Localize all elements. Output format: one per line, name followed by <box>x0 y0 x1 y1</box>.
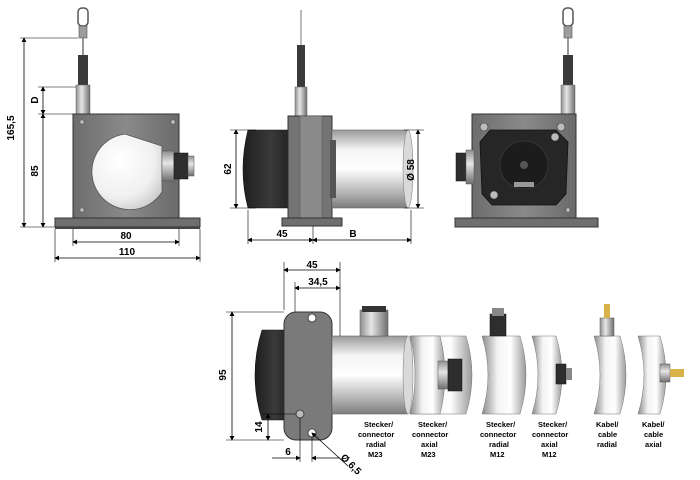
caption-cable-radial: Kabel/ cable radial <box>596 420 619 449</box>
dim-b: B <box>349 229 356 240</box>
caption-line: radial <box>366 440 386 449</box>
caption-cable-axial: Kabel/ cable axial <box>642 420 665 449</box>
side-view <box>242 10 414 227</box>
caption-line: radial <box>489 440 509 449</box>
dim-side-depth: 45 <box>276 229 288 240</box>
dim-bottom-offset: 14 <box>254 421 265 433</box>
caption-line: axial <box>541 440 558 449</box>
dim-bottom-hole-dia: Ø 6,5 <box>338 452 363 477</box>
connector-radial-m23-icon <box>359 306 389 337</box>
dim-side-height: 62 <box>223 163 234 175</box>
dim-bottom-hole-dist: 6 <box>285 447 291 458</box>
back-view <box>454 7 599 228</box>
caption-line: cable <box>598 430 617 439</box>
caption-line: axial <box>645 440 662 449</box>
caption-line: cable <box>644 430 663 439</box>
caption-line: Stecker/ <box>538 420 568 429</box>
caption-line: connector <box>412 430 448 439</box>
variant-radial-m12 <box>481 308 527 415</box>
caption-radial-m12: Stecker/ connector radial M12 <box>480 420 516 459</box>
dim-base-width: 110 <box>119 247 136 258</box>
dim-d: D <box>30 96 41 103</box>
caption-axial-m12: Stecker/ connector axial M12 <box>532 420 568 459</box>
caption-axial-m23: Stecker/ connector axial M23 <box>412 420 448 459</box>
dim-total-height: 165,5 <box>6 115 17 140</box>
front-view <box>54 7 201 229</box>
dim-drum-diameter: Ø 58 <box>406 159 417 181</box>
caption-line: radial <box>597 440 617 449</box>
variant-cable-axial <box>637 335 684 415</box>
dim-body-height: 85 <box>30 165 41 177</box>
variant-axial-m23 <box>409 335 463 415</box>
caption-line: connector <box>532 430 568 439</box>
caption-line: Kabel/ <box>596 420 619 429</box>
caption-line: M12 <box>490 450 505 459</box>
caption-line: Stecker/ <box>486 420 516 429</box>
caption-line: M23 <box>421 450 436 459</box>
dim-hole-spacing: 80 <box>120 231 132 242</box>
caption-line: Stecker/ <box>364 420 394 429</box>
bottom-side-view <box>254 306 414 441</box>
caption-line: M23 <box>368 450 383 459</box>
side-dimensions: 62 45 B Ø 58 <box>223 129 424 244</box>
dim-bottom-height: 95 <box>218 369 229 381</box>
wire-clip-icon <box>562 7 574 39</box>
caption-radial-m23: Stecker/ connector radial M23 <box>358 420 394 459</box>
caption-line: Stecker/ <box>418 420 448 429</box>
dim-bottom-inner: 34,5 <box>308 277 328 288</box>
caption-line: M12 <box>542 450 557 459</box>
dim-bottom-width: 45 <box>306 260 318 271</box>
caption-line: connector <box>358 430 394 439</box>
caption-line: axial <box>421 440 438 449</box>
variant-captions: Stecker/ connector radial M23 Stecker/ c… <box>358 420 665 459</box>
caption-line: Kabel/ <box>642 420 665 429</box>
caption-line: connector <box>480 430 516 439</box>
wire-clip-icon <box>77 7 89 39</box>
front-dimensions: 165,5 D 85 80 110 <box>6 37 201 262</box>
variant-axial-m12 <box>531 335 572 415</box>
variant-cable-radial <box>593 304 627 415</box>
